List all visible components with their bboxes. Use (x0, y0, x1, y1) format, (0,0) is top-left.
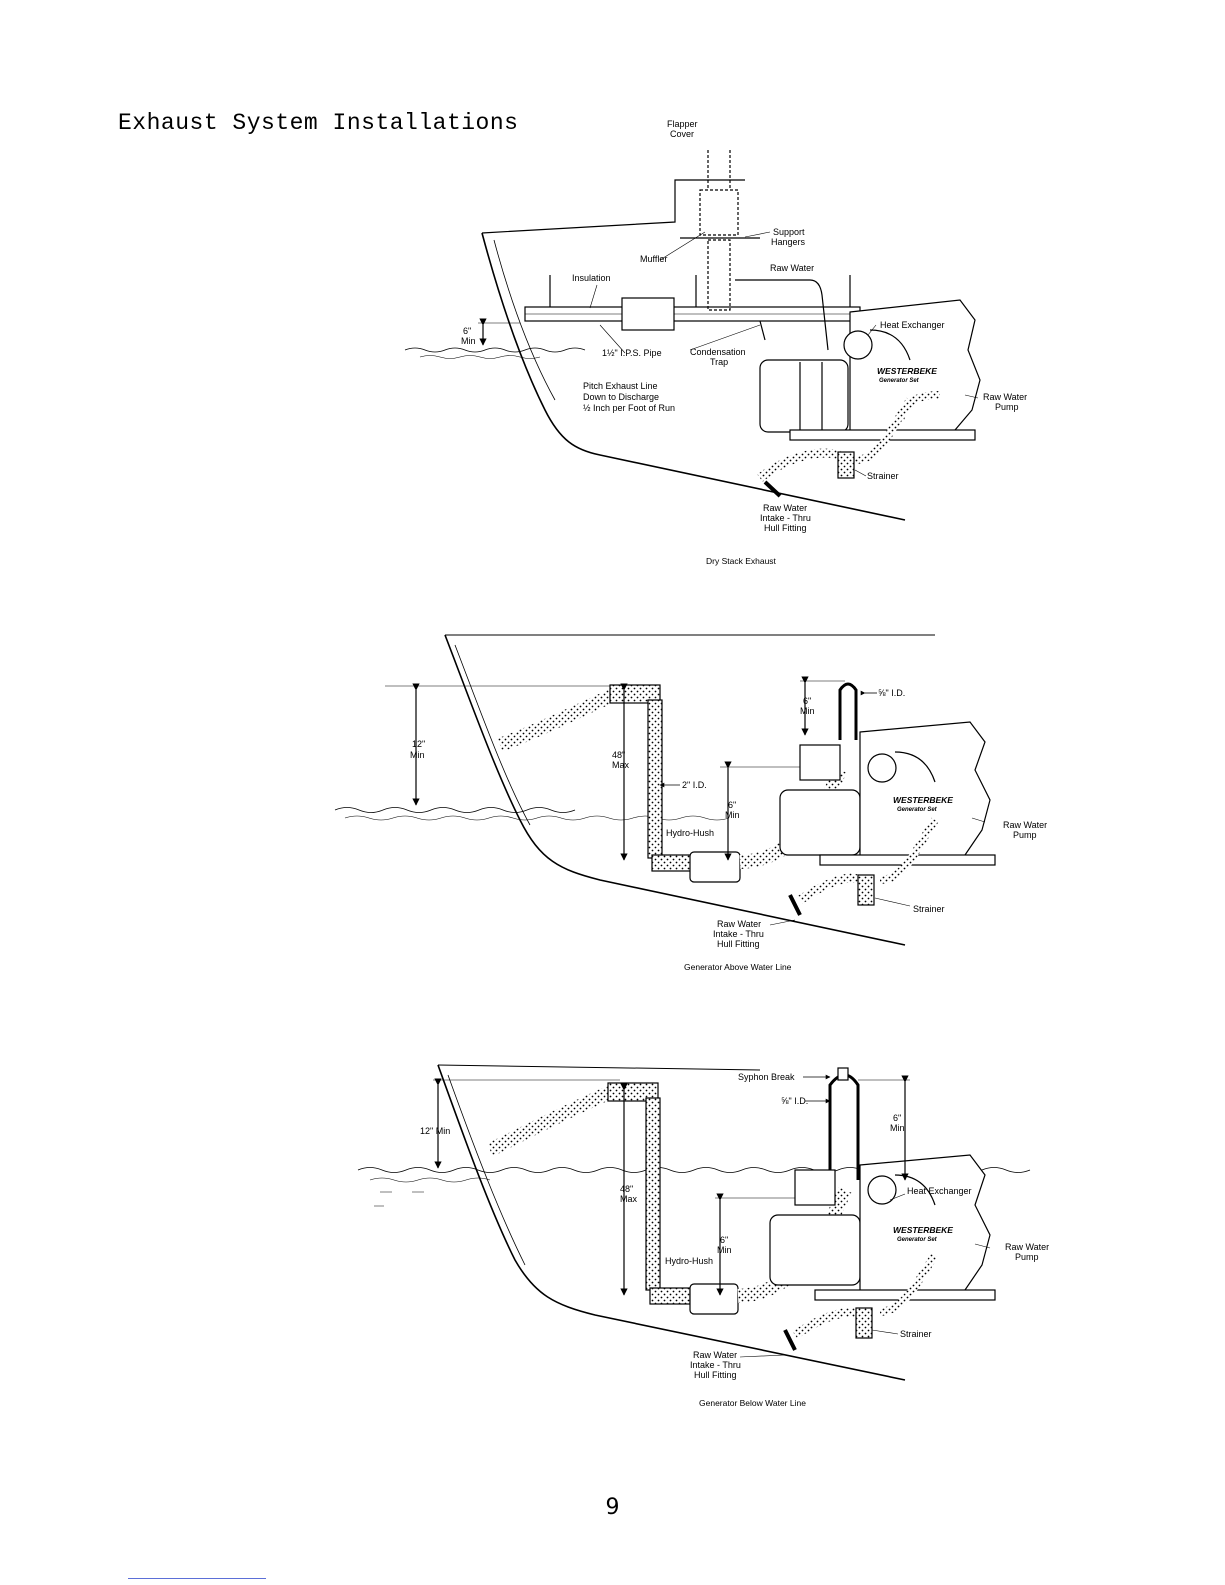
fig1-trap-label: Trap (710, 357, 728, 367)
fig1-muffler-label: Muffler (640, 254, 667, 264)
fig3-brand-sub-label: Generator Set (897, 1237, 938, 1243)
figure-dry-stack (404, 150, 981, 521)
fig2-min-label: Min (410, 750, 425, 760)
fig3-id-small-label: ⅝" I.D. (781, 1096, 808, 1106)
page-number: 9 (605, 1495, 620, 1520)
fig2-max-label: Max (612, 760, 630, 770)
fig2-brand-label: WESTERBEKE (893, 795, 953, 805)
fig1-labels: Flapper Cover Support Hangers Muffler In… (461, 119, 1027, 566)
fig1-intake-label3: Hull Fitting (764, 523, 807, 533)
fig2-labels: 12" Min 48" Max 6" Min ⅝" I.D. 2" I.D. 6… (410, 688, 1047, 972)
fig1-ips-pipe-label: 1½" I.P.S. Pipe (602, 348, 662, 358)
fig2-strainer-label: Strainer (913, 904, 945, 914)
fig3-forty-eight-label: 48" (620, 1184, 633, 1194)
fig2-intake-label3: Hull Fitting (717, 939, 760, 949)
fig3-six-mid-label: 6" (720, 1235, 728, 1245)
fig1-min-label: Min (461, 336, 476, 346)
fig2-raw-water-pump-label2: Pump (1013, 830, 1037, 840)
fig3-raw-water-pump-label2: Pump (1015, 1252, 1039, 1262)
fig1-heat-exchanger-label: Heat Exchanger (880, 320, 945, 330)
fig3-labels: Syphon Break ⅝" I.D. 6" Min 12" Min Heat… (420, 1072, 1049, 1408)
fig3-intake-label1: Raw Water (693, 1350, 737, 1360)
fig2-twelve-label: 12" (412, 739, 425, 749)
fig1-strainer-label: Strainer (867, 471, 899, 481)
fig2-forty-eight-label: 48" (612, 750, 625, 760)
fig2-id-small-label: ⅝" I.D. (878, 688, 905, 698)
fig1-raw-water-pump-label1: Raw Water (983, 392, 1027, 402)
fig2-intake-label1: Raw Water (717, 919, 761, 929)
fig3-intake-label2: Intake - Thru (690, 1360, 741, 1370)
fig3-min-top-label: Min (890, 1123, 905, 1133)
fig2-hydro-hush-label: Hydro-Hush (666, 828, 714, 838)
fig2-caption: Generator Above Water Line (684, 962, 792, 972)
fig2-six-top-label: 6" (803, 696, 811, 706)
fig1-brand-label: WESTERBEKE (877, 366, 937, 376)
footer-link-underline[interactable] (128, 1578, 266, 1579)
fig3-brand-label: WESTERBEKE (893, 1225, 953, 1235)
fig1-insulation-label: Insulation (572, 273, 611, 283)
fig1-pitch-line3: ½ Inch per Foot of Run (583, 403, 675, 413)
fig3-heat-exchanger-label: Heat Exchanger (907, 1186, 972, 1196)
fig2-brand-sub-label: Generator Set (897, 807, 938, 813)
fig2-min-top-label: Min (800, 706, 815, 716)
fig3-caption: Generator Below Water Line (699, 1398, 806, 1408)
fig3-raw-water-pump-label1: Raw Water (1005, 1242, 1049, 1252)
fig1-intake-label1: Raw Water (763, 503, 807, 513)
fig2-id-two-label: 2" I.D. (682, 780, 707, 790)
fig2-six-mid-label: 6" (728, 800, 736, 810)
fig2-raw-water-pump-label1: Raw Water (1003, 820, 1047, 830)
fig1-flapper-label: Flapper (667, 119, 698, 129)
fig1-condensation-label: Condensation (690, 347, 746, 357)
fig1-caption: Dry Stack Exhaust (706, 556, 777, 566)
fig3-six-top-label: 6" (893, 1113, 901, 1123)
fig3-syphon-break-label: Syphon Break (738, 1072, 795, 1082)
figure-below-water-line (357, 1064, 1031, 1381)
fig1-raw-water-pump-label2: Pump (995, 402, 1019, 412)
fig1-six-in-label: 6" (463, 326, 471, 336)
fig2-intake-label2: Intake - Thru (713, 929, 764, 939)
fig3-strainer-label: Strainer (900, 1329, 932, 1339)
fig1-support-label: Support (773, 227, 805, 237)
fig1-cover-label: Cover (670, 129, 694, 139)
fig3-intake-label3: Hull Fitting (694, 1370, 737, 1380)
fig3-hydro-hush-label: Hydro-Hush (665, 1256, 713, 1266)
fig1-pitch-line2: Down to Discharge (583, 392, 659, 402)
fig3-min-mid-label: Min (717, 1245, 732, 1255)
fig1-intake-label2: Intake - Thru (760, 513, 811, 523)
fig1-brand-sub-label: Generator Set (879, 378, 920, 384)
fig3-max-label: Max (620, 1194, 638, 1204)
fig1-hangers-label: Hangers (771, 237, 806, 247)
fig3-twelve-min-label: 12" Min (420, 1126, 450, 1136)
fig1-raw-water-label: Raw Water (770, 263, 814, 273)
fig1-pitch-line1: Pitch Exhaust Line (583, 381, 658, 391)
page-title: Exhaust System Installations (118, 110, 519, 136)
figure-above-water-line (334, 634, 996, 946)
fig2-min-mid-label: Min (725, 810, 740, 820)
